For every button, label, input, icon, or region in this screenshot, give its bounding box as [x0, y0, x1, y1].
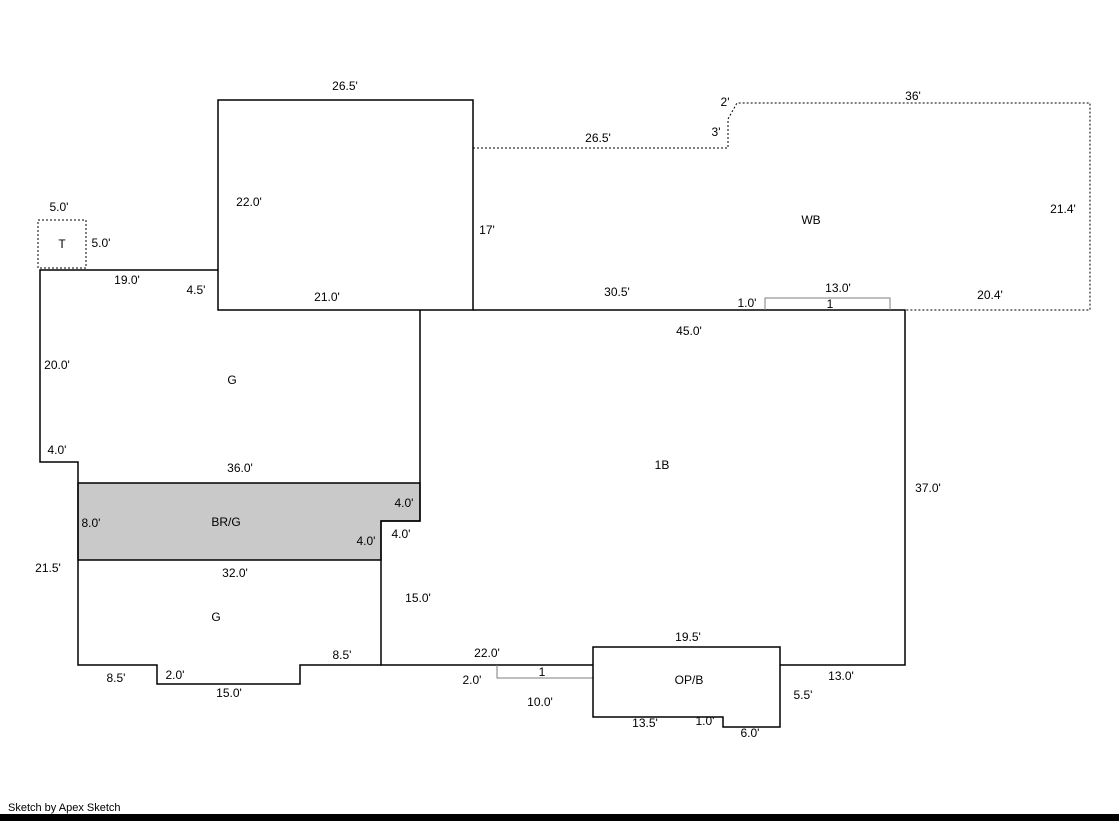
wb-area-dashed-outline — [473, 102, 1091, 311]
area-label-wb: WB — [801, 213, 820, 227]
dim-t-right: 5.0' — [92, 236, 111, 250]
dim-opb-bottom-right: 6.0' — [741, 726, 760, 740]
t-area-dashed-outline — [37, 219, 87, 269]
dim-bottom-stoop-offset: 2.0' — [463, 673, 482, 687]
top-stoop-outline — [764, 297, 891, 310]
dim-wb-top: 36' — [905, 89, 921, 103]
dim-wb-jog-short: 2' — [721, 95, 730, 109]
area-label-garage-lower: G — [211, 610, 220, 624]
dim-wb-inner-top: 26.5' — [585, 131, 611, 145]
main-1b-outline-left — [380, 310, 593, 666]
dim-top-stoop-width: 13.0' — [825, 281, 851, 295]
dim-opb-bottom-left: 13.5' — [632, 716, 658, 730]
area-label-t: T — [58, 237, 66, 251]
area-label-garage-upper: G — [227, 373, 236, 387]
dim-garage-top: 26.5' — [332, 79, 358, 93]
brg-shaded-area — [77, 482, 421, 561]
dim-opb-step: 1.0' — [696, 714, 715, 728]
left-wing-outline — [39, 269, 381, 685]
area-label-opb: OP/B — [675, 673, 704, 687]
dim-brg-bottom: 32.0' — [222, 566, 248, 580]
area-label-brg: BR/G — [211, 515, 240, 529]
dim-g-lower-bottom-right: 8.5' — [333, 648, 352, 662]
dim-ext-right: 4.5' — [187, 283, 206, 297]
dim-wb-jog-tall: 3' — [712, 125, 721, 139]
dim-g-lower-bottom-left: 8.5' — [107, 671, 126, 685]
dim-g-lower-notch-depth: 2.0' — [166, 668, 185, 682]
dim-1b-bottom-left: 22.0' — [474, 646, 500, 660]
dim-top-stoop-depth: 1.0' — [738, 296, 757, 310]
dim-garage-right-lower: 17' — [479, 223, 495, 237]
dim-wb-bottom: 20.4' — [977, 288, 1003, 302]
dim-brg-step-w: 4.0' — [392, 527, 411, 541]
dim-g-upper-bottom: 21.0' — [314, 290, 340, 304]
dim-left-wall-lower: 21.5' — [35, 561, 61, 575]
dim-brg-top: 36.0' — [227, 461, 253, 475]
dim-opb-top: 19.5' — [675, 630, 701, 644]
dim-left-step: 4.0' — [48, 443, 67, 457]
opb-outline — [592, 646, 781, 728]
dim-left-wall-upper: 20.0' — [44, 358, 70, 372]
dim-brg-right: 4.0' — [395, 496, 414, 510]
dim-garage-left: 22.0' — [236, 195, 262, 209]
dim-1b-right: 37.0' — [915, 481, 941, 495]
dim-1b-bottom-right: 13.0' — [828, 669, 854, 683]
dim-ext-top: 19.0' — [114, 273, 140, 287]
dim-g-lower-right: 15.0' — [405, 591, 431, 605]
footer-bar — [0, 814, 1119, 821]
dim-wb-right: 21.4' — [1050, 202, 1076, 216]
dim-bottom-stoop-mark: 1 — [539, 665, 546, 679]
dim-bottom-stoop-width: 10.0' — [527, 695, 553, 709]
dim-brg-left-height: 8.0' — [82, 516, 101, 530]
dim-brg-step-h: 4.0' — [357, 534, 376, 548]
dim-1b-top-total: 45.0' — [676, 324, 702, 338]
footer-credit: Sketch by Apex Sketch — [8, 802, 121, 814]
dim-top-stoop-mark: 1 — [827, 297, 834, 311]
dim-opb-right: 5.5' — [794, 688, 813, 702]
area-label-1b: 1B — [655, 458, 670, 472]
dim-1b-top-left: 30.5' — [604, 285, 630, 299]
main-1b-outline-right — [473, 309, 906, 666]
dim-g-lower-notch-width: 15.0' — [216, 686, 242, 700]
dim-t-top: 5.0' — [50, 200, 69, 214]
